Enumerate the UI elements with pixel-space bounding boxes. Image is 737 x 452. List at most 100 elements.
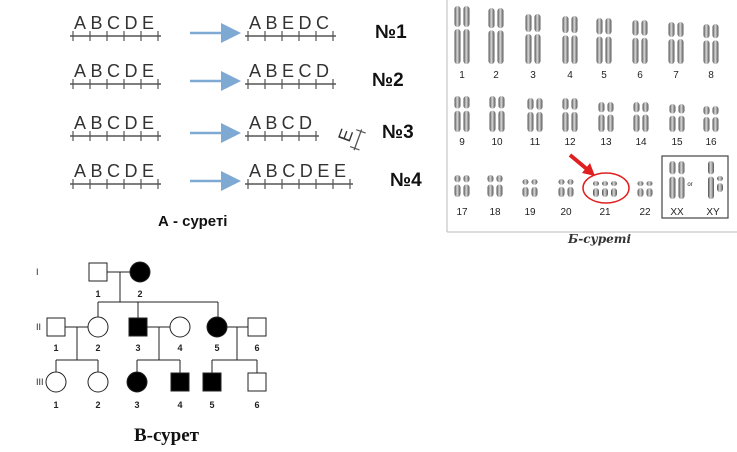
chromosome-arm — [497, 8, 504, 29]
chromosome-arm — [633, 102, 640, 113]
chromosome-arm — [712, 116, 719, 132]
individual-number: 6 — [254, 400, 259, 410]
chromosome-number: 11 — [530, 137, 541, 148]
chromosome-arm — [534, 14, 541, 32]
chromosome-arm — [668, 22, 675, 37]
original-chromosome: ABCDE — [70, 113, 161, 141]
chromosome-arm — [646, 181, 653, 187]
chromosome-pair-7 — [668, 22, 684, 64]
individual-number: 3 — [135, 343, 140, 353]
sex-chromosomes-xx — [669, 161, 685, 199]
gen1-individual-1-male — [88, 262, 108, 282]
detached-fragment: E — [334, 125, 366, 151]
chromosome-arm — [677, 38, 684, 64]
gene-letters: ABCDE — [74, 113, 155, 133]
chromosome-pair-12 — [562, 98, 578, 132]
chromosome-arm — [678, 104, 685, 114]
chromosome-arm — [633, 114, 640, 132]
chromosome-number: 8 — [708, 70, 714, 81]
chromosome-arm — [668, 38, 675, 64]
chromosome-arm — [463, 96, 470, 109]
gen3-individual-4-male-affected — [170, 372, 190, 392]
chromosome-arm — [637, 188, 644, 197]
individual-number: 5 — [209, 400, 214, 410]
chromosome-arm — [463, 175, 470, 183]
chromosome-arm — [463, 6, 470, 28]
fragment-tick — [349, 145, 360, 151]
individual-number: 1 — [53, 343, 58, 353]
chromosome-arm — [641, 37, 648, 64]
chromosome-arm — [522, 179, 529, 185]
chromosome-arm — [454, 6, 461, 28]
chromosome-arm — [678, 161, 685, 175]
chromosome-arm — [605, 18, 612, 35]
chromosome-arm — [602, 181, 608, 187]
generation-label: II — [36, 322, 41, 332]
chromosome-arm — [669, 161, 676, 175]
chromosome-arm — [562, 98, 569, 110]
chromosome-arm — [669, 115, 676, 132]
chromosome-number: 3 — [530, 70, 536, 81]
chromosome-arm — [602, 188, 608, 197]
gene-letters: ABCD — [249, 113, 313, 133]
chromosome-arm — [562, 111, 569, 132]
chromosome-arm — [607, 102, 614, 113]
trisomy-21-highlight — [582, 172, 630, 204]
gen2-individual-1-male — [46, 317, 66, 337]
panel-b-caption: Б-суреті — [567, 232, 631, 246]
chromosome-pair-16 — [703, 106, 719, 132]
chromosome-arm — [525, 14, 532, 32]
chromosome-number: 5 — [601, 70, 607, 81]
gene-letters: ABCDEE — [249, 161, 347, 181]
gen2-individual-6-male — [247, 317, 267, 337]
chromosome-arm — [488, 8, 495, 29]
individual-number: 2 — [95, 343, 100, 353]
chromosome-arm — [669, 104, 676, 114]
chromosome-pair-9 — [454, 96, 470, 132]
chromosome-arm — [454, 110, 461, 132]
mutation-number-label: №2 — [372, 70, 404, 91]
mutant-chromosome: ABCD — [245, 113, 319, 141]
gen2-individual-3-male-affected — [128, 317, 148, 337]
chromosome-arm — [536, 111, 543, 132]
individual-number: 1 — [95, 289, 100, 299]
chromosome-arm — [487, 175, 494, 183]
gen3-individual-2-female — [87, 371, 109, 393]
chromosome-arm — [637, 181, 644, 187]
chromosome-arm — [717, 183, 723, 192]
chromosome-arm — [611, 188, 617, 197]
chromosome-arm — [558, 186, 565, 197]
chromosome-number: 20 — [560, 207, 572, 218]
individual-number: 2 — [137, 289, 142, 299]
chromosome-pair-5 — [596, 18, 612, 64]
chromosome-arm — [571, 98, 578, 110]
chromosome-arm — [489, 110, 496, 132]
chromosome-arm — [593, 188, 599, 197]
chromosome-pair-20 — [558, 179, 574, 197]
chromosome-number: 17 — [456, 207, 468, 218]
gen3-individual-6-male — [247, 372, 267, 392]
chromosome-arm — [488, 30, 495, 65]
mutation-number-label: №3 — [382, 122, 414, 143]
chromosome-arm — [703, 24, 710, 39]
chromosome-arm — [522, 186, 529, 197]
fragment-letter: E — [334, 125, 357, 144]
chromosome-arm — [562, 16, 569, 34]
sex-label: XY — [706, 207, 720, 218]
chromosome-arm — [598, 102, 605, 113]
gene-letters: ABCDE — [74, 13, 155, 33]
chromosome-arm — [527, 111, 534, 132]
chromosome-pair-13 — [598, 102, 614, 132]
chromosome-arm — [712, 106, 719, 115]
original-chromosome: ABCDE — [70, 61, 161, 89]
chromosome-number: 10 — [491, 137, 503, 148]
gen2-individual-5-female-affected — [206, 316, 228, 338]
chromosome-arm — [708, 176, 714, 199]
chromosome-arm — [496, 175, 503, 183]
chromosome-arm — [536, 98, 543, 110]
gen3-individual-5-male-affected — [202, 372, 222, 392]
chromosome-arm — [567, 186, 574, 197]
chromosome-arm — [596, 18, 603, 35]
